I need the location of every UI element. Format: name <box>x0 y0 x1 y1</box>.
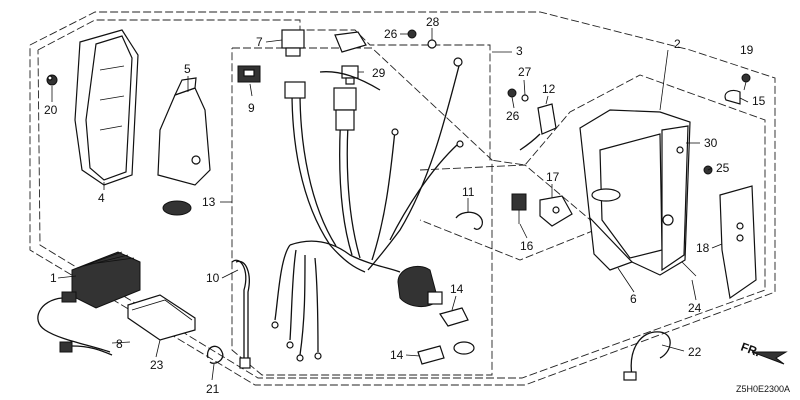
callout-14b: 14 <box>390 348 404 362</box>
callout-5: 5 <box>184 62 191 76</box>
callout-4: 4 <box>98 191 105 205</box>
part-24-bolt <box>681 261 697 277</box>
o-ring <box>453 341 475 355</box>
callout-labels: 1 2 3 4 5 6 7 8 9 10 11 12 13 14 14 15 1… <box>44 15 766 396</box>
part-26-nut-top <box>407 29 417 39</box>
callout-11: 11 <box>462 185 475 199</box>
part-8-sub-harness <box>37 291 113 356</box>
part-4-cover <box>74 29 139 186</box>
part-5-bracket <box>157 77 211 186</box>
callout-2: 2 <box>674 37 681 51</box>
callout-26b: 26 <box>506 109 520 123</box>
part-12-terminal-bracket <box>519 103 557 151</box>
part-30-control-box <box>579 109 691 276</box>
rubber-plug <box>162 200 192 216</box>
callout-21: 21 <box>206 382 220 396</box>
part-6-panel <box>589 216 634 271</box>
callout-10: 10 <box>206 271 220 285</box>
part-16-switch <box>511 193 527 224</box>
part-22-cable-tie <box>623 331 671 381</box>
part-15-clamp <box>724 89 741 105</box>
callout-15: 15 <box>752 94 766 108</box>
callout-26a: 26 <box>384 27 398 41</box>
callout-28: 28 <box>426 15 440 29</box>
callout-3: 3 <box>516 44 523 58</box>
part-14-connector-b <box>417 345 445 365</box>
solenoid <box>397 266 443 307</box>
part-13-main-harness <box>271 57 464 362</box>
part-11-clip <box>455 211 484 230</box>
callout-20: 20 <box>44 103 58 117</box>
callout-6: 6 <box>630 292 637 306</box>
part-14-connector-a <box>439 307 469 327</box>
direction-marker-text: FR. <box>739 340 762 360</box>
part-17-switch <box>539 195 573 227</box>
part-18-plate <box>719 185 757 300</box>
callout-25: 25 <box>716 161 730 175</box>
callout-22: 22 <box>688 345 702 359</box>
callout-14a: 14 <box>450 282 464 296</box>
callout-leaders <box>51 28 749 381</box>
part-23-block <box>127 294 196 341</box>
callout-30: 30 <box>704 136 718 150</box>
callout-18: 18 <box>696 241 710 255</box>
callout-27: 27 <box>518 65 532 79</box>
part-9-connector <box>237 65 261 83</box>
diagram-code: Z5H0E2300A <box>736 384 790 394</box>
callout-19: 19 <box>740 43 754 57</box>
callout-13: 13 <box>202 195 216 209</box>
part-19-bolt <box>741 73 751 91</box>
callout-7: 7 <box>256 35 263 49</box>
part-28-washer <box>427 39 437 49</box>
callout-12: 12 <box>542 82 556 96</box>
callout-9: 9 <box>248 101 255 115</box>
part-7-connector-cap <box>281 29 305 57</box>
forward-direction-arrow: FR. <box>739 340 788 365</box>
part-20-grommet <box>46 74 58 86</box>
callout-8: 8 <box>116 337 123 351</box>
part-10-cable <box>231 259 251 369</box>
callout-1: 1 <box>50 271 57 285</box>
part-29-fuse <box>341 65 359 85</box>
callout-23: 23 <box>150 358 164 372</box>
part-21-clip <box>206 345 224 364</box>
callout-16: 16 <box>520 239 534 253</box>
callout-17: 17 <box>546 170 560 184</box>
fuse-cover <box>334 31 367 53</box>
part-27-washer <box>521 94 529 102</box>
callout-24: 24 <box>688 301 702 315</box>
part-26-nut-lower <box>507 88 517 98</box>
callout-29: 29 <box>372 66 386 80</box>
